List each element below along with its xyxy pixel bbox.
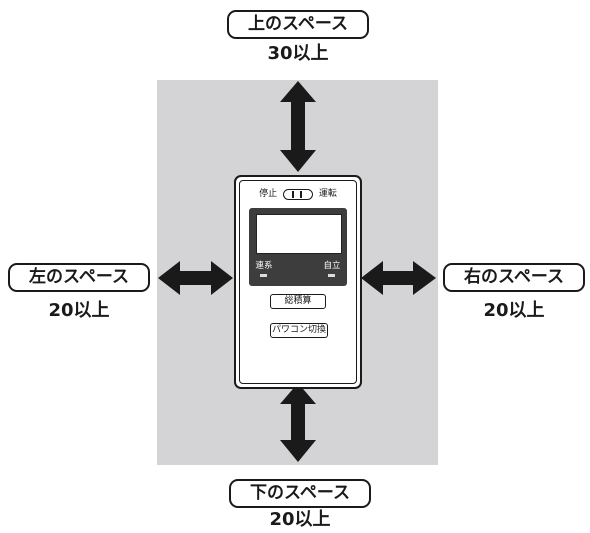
unit-inner-frame	[239, 180, 357, 384]
run-stop-switch[interactable]	[283, 188, 313, 200]
left-space-value: 20以上	[48, 300, 110, 321]
top-space-label: 上のスペース	[227, 10, 369, 39]
power-conditioner-switch-button[interactable]: パワコン切換	[270, 323, 328, 338]
left-space-label: 左のスペース	[8, 263, 150, 292]
run-label: 運転	[318, 189, 337, 199]
right-arrow	[361, 261, 436, 295]
top-space-value: 30以上	[267, 43, 329, 64]
led-grid-label: 連系	[255, 261, 273, 271]
run-stop-switch-row: 停止 運転	[236, 187, 360, 201]
top-arrow	[280, 81, 316, 172]
display-panel: 連系 自立	[249, 208, 347, 286]
stop-label: 停止	[259, 189, 278, 199]
total-accumulation-button[interactable]: 総積算	[270, 294, 326, 309]
bottom-space-value: 20以上	[269, 509, 331, 530]
bottom-space-label: 下のスペース	[229, 479, 371, 508]
controller-unit: 停止 運転 連系 自立 総積算 パワコン切換	[234, 175, 362, 389]
led-standalone-label: 自立	[323, 261, 341, 271]
lcd-screen	[256, 214, 342, 254]
bottom-arrow	[280, 383, 316, 462]
left-arrow	[158, 261, 233, 295]
standalone-led-indicator	[328, 274, 335, 277]
right-space-label: 右のスペース	[443, 263, 585, 292]
grid-led-indicator	[260, 274, 267, 277]
right-space-value: 20以上	[483, 300, 545, 321]
